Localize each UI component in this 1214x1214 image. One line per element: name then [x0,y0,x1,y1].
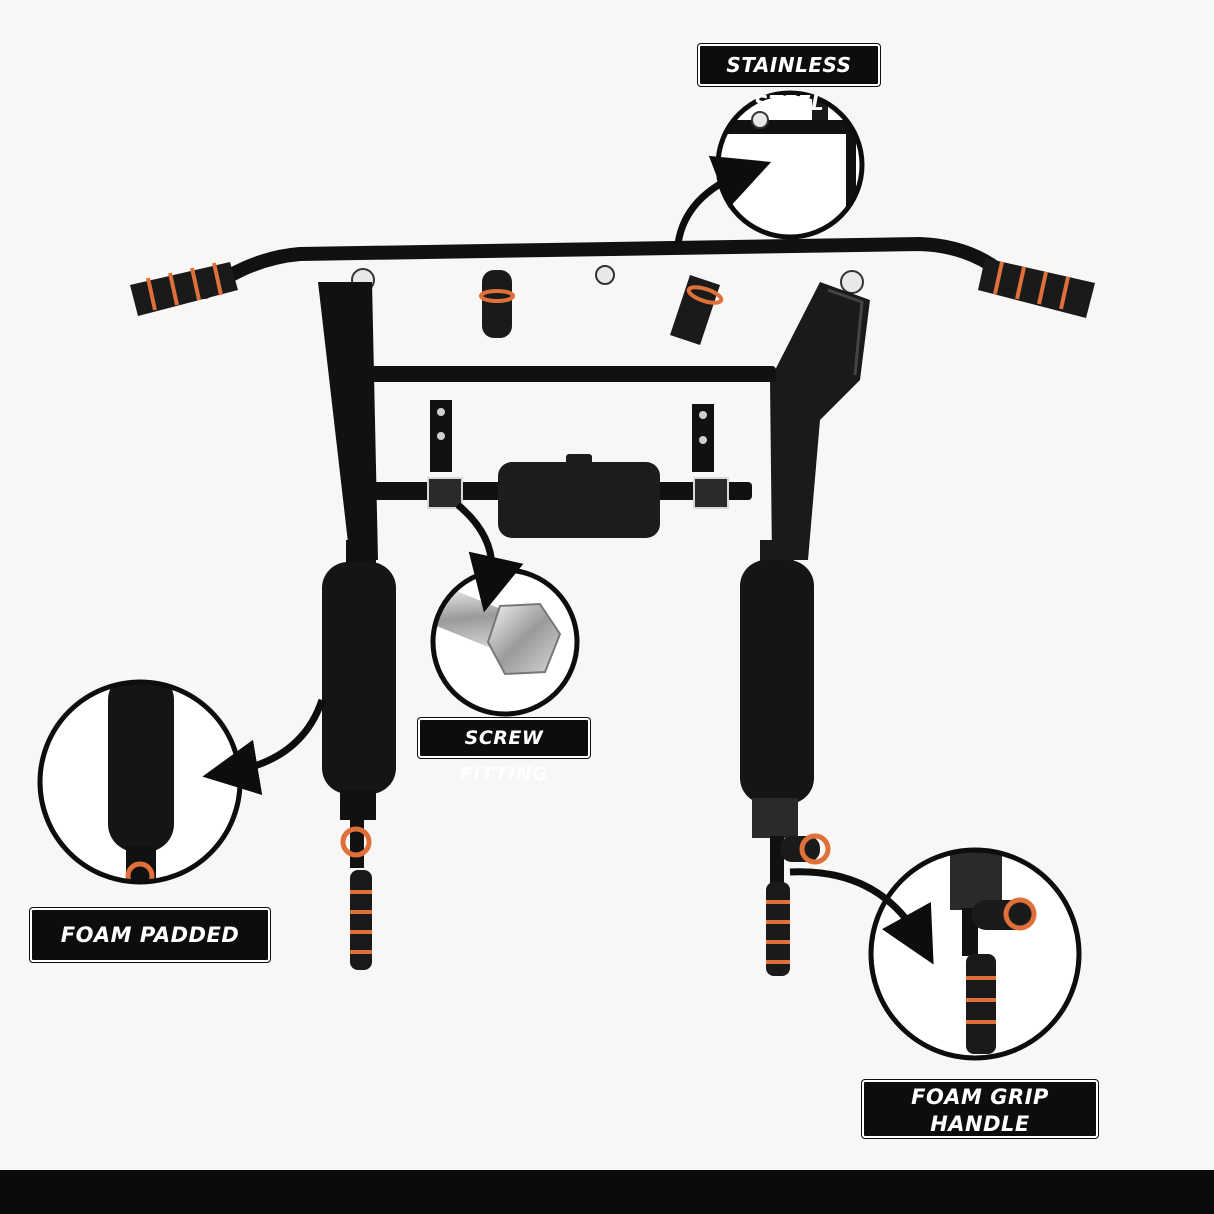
foam-grip-label-line2: HANDLE [930,1112,1030,1136]
screw-fitting-label: SCREW FITTING [418,718,590,785]
left-forearm-pad [322,562,396,970]
callout-screw-fitting [430,502,580,717]
callout-stainless-steel [674,90,865,245]
footer-bar [0,1170,1214,1214]
top-right-foam-grip [978,258,1095,318]
callout-foam-grip-handle [789,847,1082,1061]
foam-grip-label-line1: FOAM GRIP [911,1085,1049,1109]
top-left-foam-grip [130,262,238,316]
pull-up-bar-frame [130,236,1095,976]
inner-left-handle [479,270,515,338]
callout-foam-padded [37,679,326,885]
foam-grip-handle-label: FOAM GRIP HANDLE [862,1080,1098,1138]
inner-right-handle [670,275,724,345]
foam-padded-label: FOAM PADDED [30,908,270,962]
stainless-steel-label: STAINLESS STEEL [698,44,880,115]
right-forearm-pad [740,560,831,976]
